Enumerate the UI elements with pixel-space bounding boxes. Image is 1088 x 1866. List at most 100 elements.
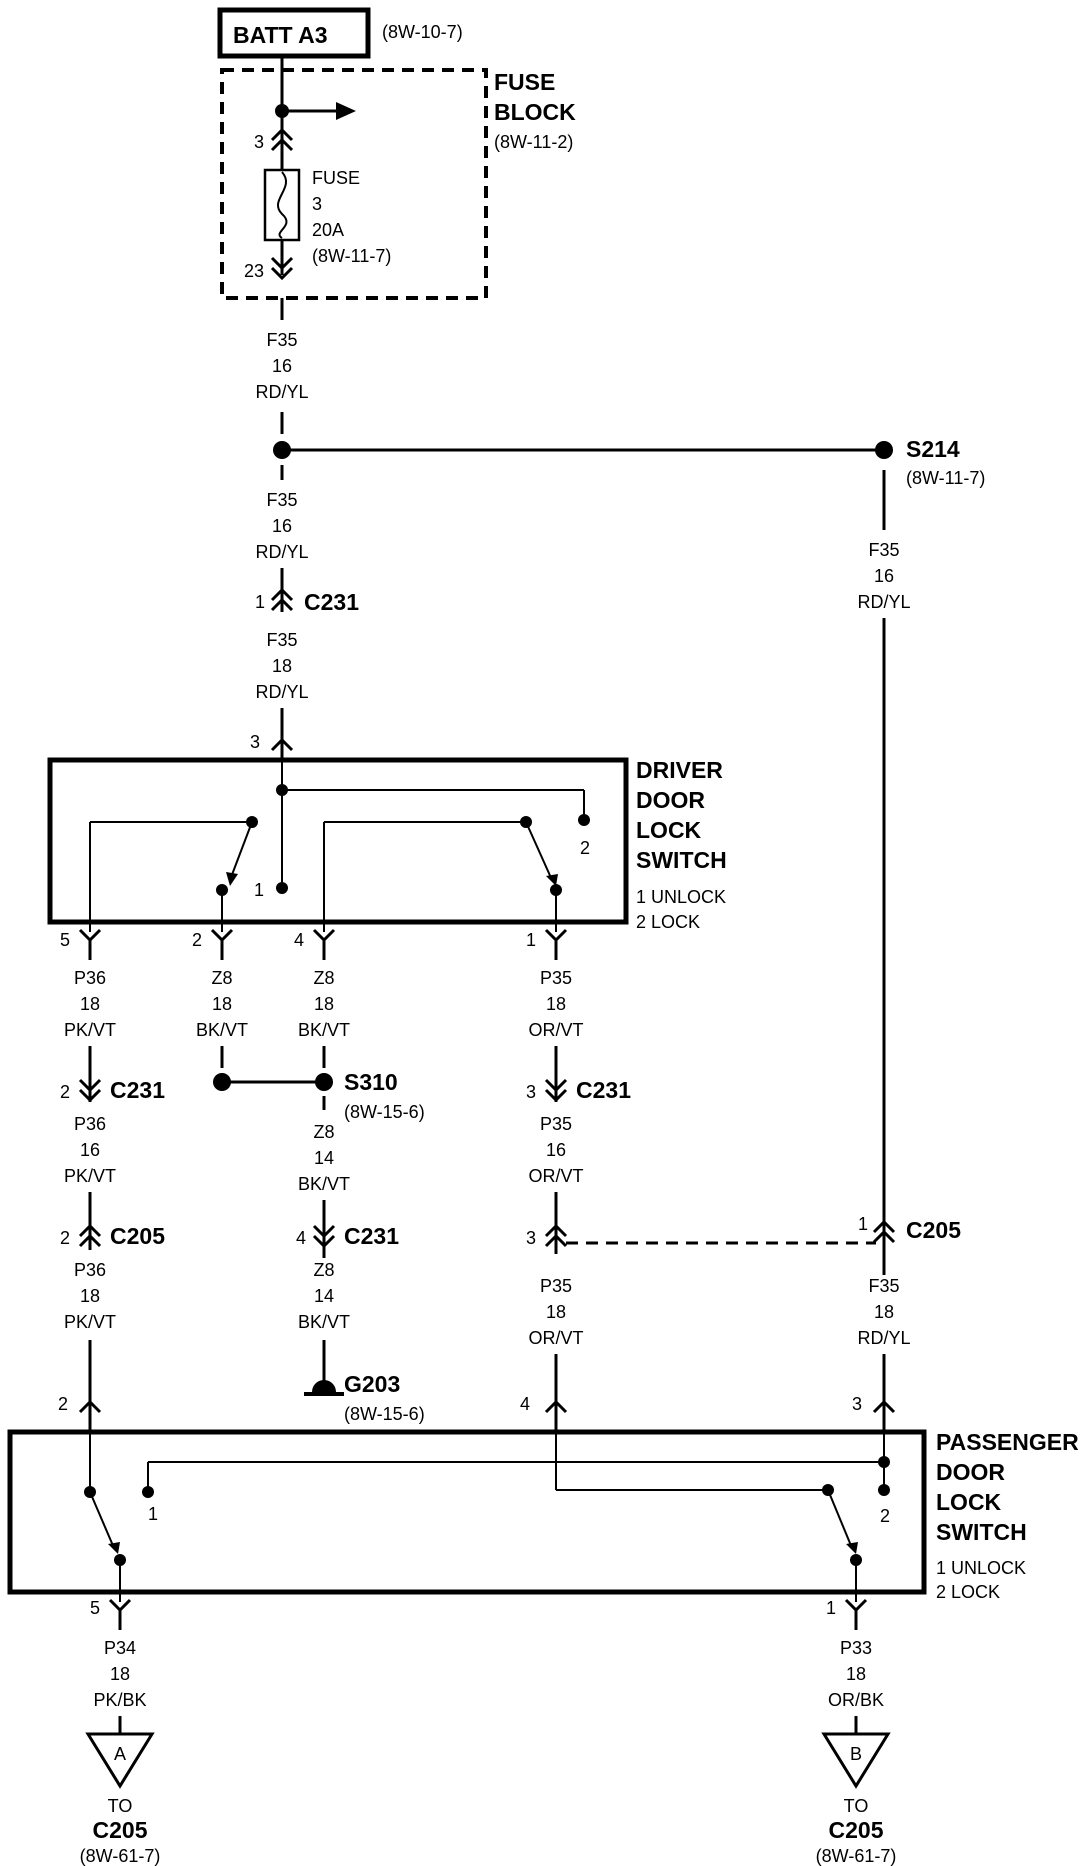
connector-pin: 3 <box>526 1082 536 1102</box>
passenger-switch-title: PASSENGER <box>936 1429 1079 1455</box>
connector-pin: 5 <box>60 930 70 950</box>
splice-s310-ref: (8W-15-6) <box>344 1102 425 1122</box>
wire-label: PK/BK <box>93 1690 146 1710</box>
connector-pin: 2 <box>60 1228 70 1248</box>
p35-circuit: P35 18 OR/VT 3 C231 P35 16 OR/VT 3 P35 1… <box>520 940 876 1432</box>
connector-pin: 4 <box>294 930 304 950</box>
driver-switch-legend: 2 LOCK <box>636 912 700 932</box>
passenger-switch-legend: 1 UNLOCK <box>936 1558 1026 1578</box>
connector-icon <box>270 587 294 612</box>
fuse-label: FUSE <box>312 168 360 188</box>
wire-label: P36 <box>74 1260 106 1280</box>
connector-pin: 3 <box>526 1228 536 1248</box>
connector-icon <box>78 1078 102 1103</box>
wire-label: Z8 <box>313 968 334 988</box>
connector-icon <box>270 256 294 281</box>
wire-label: 18 <box>546 1302 566 1322</box>
connector-pin: 2 <box>192 930 202 950</box>
wire-label: BK/VT <box>196 1020 248 1040</box>
fuse-ref: (8W-11-7) <box>312 246 391 266</box>
wire-label: OR/VT <box>528 1166 583 1186</box>
connector-c231: C231 <box>344 1223 399 1249</box>
connector-pin: 5 <box>90 1598 100 1618</box>
wire-label: OR/VT <box>528 1328 583 1348</box>
wire-label: 16 <box>272 516 292 536</box>
wire-label: 18 <box>272 656 292 676</box>
fuse-block-title-2: BLOCK <box>494 99 576 125</box>
connector-c205: C205 <box>110 1223 165 1249</box>
connector-icon <box>78 1399 102 1414</box>
wire-label: 18 <box>80 1286 100 1306</box>
terminal-a-name: C205 <box>93 1817 148 1843</box>
terminal-a-letter: A <box>114 1744 126 1764</box>
connector-pin: 4 <box>520 1394 530 1414</box>
connector-icon <box>270 127 294 152</box>
terminal-b-to: TO <box>844 1796 869 1816</box>
wire-label: P34 <box>104 1638 136 1658</box>
connector-c205: C205 <box>906 1217 961 1243</box>
wire-label: P35 <box>540 968 572 988</box>
wire-label: 18 <box>212 994 232 1014</box>
terminal-b-name: C205 <box>829 1817 884 1843</box>
wire-label: F35 <box>868 1276 899 1296</box>
fuse-rating: 20A <box>312 220 344 240</box>
connector-icon <box>312 1224 336 1249</box>
terminal-b-letter: B <box>850 1744 862 1764</box>
passenger-switch-title: LOCK <box>936 1489 1002 1515</box>
p36-circuit: P36 18 PK/VT 2 C231 P36 16 PK/VT 2 C205 … <box>58 940 165 1432</box>
terminal-a-to: TO <box>108 1796 133 1816</box>
wire-label: RD/YL <box>255 542 308 562</box>
connector-icon <box>544 1078 568 1103</box>
driver-switch-title: SWITCH <box>636 847 727 873</box>
driver-switch-title: DOOR <box>636 787 705 813</box>
wire-label: 16 <box>874 566 894 586</box>
wire-label: 14 <box>314 1148 334 1168</box>
wire-label: Z8 <box>211 968 232 988</box>
fuse-pin-in: 3 <box>254 132 264 152</box>
connector-pin: 1 <box>255 592 265 612</box>
wire-label: 16 <box>546 1140 566 1160</box>
contact-label: 1 <box>148 1504 158 1524</box>
connector-pin: 4 <box>296 1228 306 1248</box>
driver-switch-legend: 1 UNLOCK <box>636 887 726 907</box>
f35-feed: F35 16 RD/YL S214 (8W-11-7) F35 16 RD/YL… <box>250 298 985 760</box>
passenger-switch-title: SWITCH <box>936 1519 1027 1545</box>
ground-icon <box>304 1380 344 1396</box>
wire-label: F35 <box>266 490 297 510</box>
connector-pin: 1 <box>826 1598 836 1618</box>
z8-circuit: Z8 18 BK/VT Z8 18 BK/VT S310 (8W-15-6) Z… <box>196 940 425 1424</box>
wire-label: F35 <box>266 330 297 350</box>
connector-c231: C231 <box>576 1077 631 1103</box>
wire-label: P35 <box>540 1114 572 1134</box>
connector-icon <box>544 1399 568 1414</box>
wire-label: 18 <box>874 1302 894 1322</box>
contact-label: 1 <box>254 880 264 900</box>
terminal-a-ref: (8W-61-7) <box>80 1846 161 1866</box>
terminal-b-icon <box>821 1732 891 1789</box>
fuse-block: FUSE BLOCK (8W-11-2) 3 23 FUSE 3 20A (8W… <box>220 58 576 300</box>
wire-label: PK/VT <box>64 1020 116 1040</box>
driver-door-lock-switch: DRIVER DOOR LOCK SWITCH 1 UNLOCK 2 LOCK … <box>47 757 727 950</box>
wire-label: BK/VT <box>298 1020 350 1040</box>
passenger-switch-legend: 2 LOCK <box>936 1582 1000 1602</box>
wire-label: RD/YL <box>255 682 308 702</box>
wire-label: 14 <box>314 1286 334 1306</box>
ground-g203: G203 <box>344 1371 400 1397</box>
wire-label: RD/YL <box>857 592 910 612</box>
wire-label: 18 <box>80 994 100 1014</box>
splice-s214: S214 <box>906 436 960 462</box>
connector-icon <box>78 1223 102 1248</box>
connector-icon <box>544 1223 568 1248</box>
wire-label: P36 <box>74 968 106 988</box>
wire-label: 16 <box>272 356 292 376</box>
wire-label: OR/BK <box>828 1690 884 1710</box>
battery-ref: (8W-10-7) <box>382 22 463 42</box>
wire-label: RD/YL <box>255 382 308 402</box>
wire-label: P36 <box>74 1114 106 1134</box>
battery-source: BATT A3 (8W-10-7) <box>217 7 463 59</box>
terminal-b-ref: (8W-61-7) <box>816 1846 897 1866</box>
fuse-number: 3 <box>312 194 322 214</box>
connector-icon <box>270 737 294 752</box>
wire-label: 18 <box>546 994 566 1014</box>
